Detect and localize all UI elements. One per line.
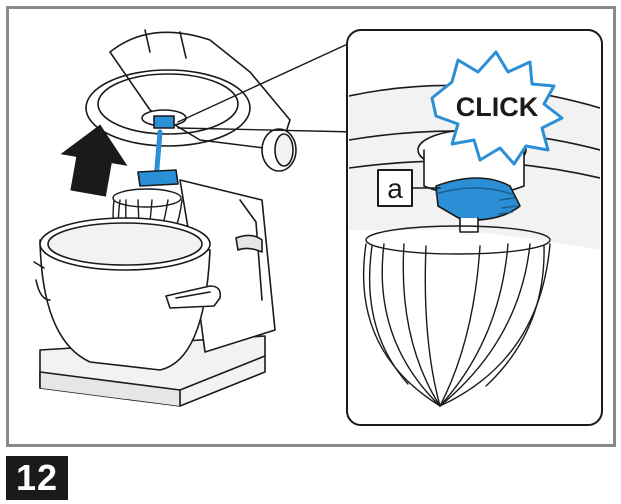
- starburst-icon: [430, 50, 564, 166]
- part-label: a: [387, 173, 403, 204]
- detail-callout: CLICK a: [346, 29, 603, 426]
- mixer-head: [109, 31, 291, 151]
- splash-guard: [85, 69, 251, 147]
- whisk-detail: [362, 225, 551, 407]
- click-label: CLICK: [456, 92, 539, 122]
- bowl-handle: [165, 285, 222, 309]
- leader-line: [177, 41, 357, 133]
- whisk-adapter: [137, 169, 179, 187]
- part-label-box: [377, 169, 413, 207]
- stand-mixer: [33, 29, 297, 407]
- arrow-up-icon: [60, 124, 128, 197]
- step-number-badge: 12: [6, 456, 68, 500]
- mixing-bowl: [33, 217, 222, 371]
